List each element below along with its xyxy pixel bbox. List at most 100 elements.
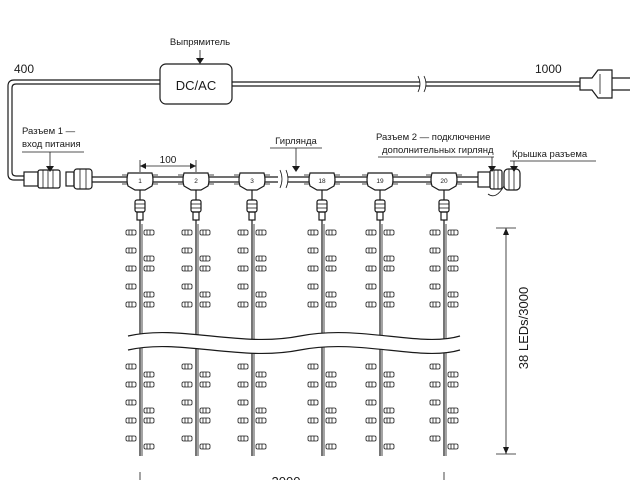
led-bulb bbox=[143, 417, 155, 424]
led-bulb bbox=[447, 229, 459, 236]
cable-break-mark bbox=[417, 75, 427, 93]
led-bulb bbox=[383, 301, 395, 308]
connector-1-arrow bbox=[46, 166, 54, 172]
led-bulb bbox=[447, 301, 459, 308]
led-bulb bbox=[181, 247, 193, 254]
led-bulb bbox=[383, 229, 395, 236]
led-bulb bbox=[307, 283, 319, 290]
led-bulb bbox=[365, 417, 377, 424]
led-bulb bbox=[143, 381, 155, 388]
connector-2-icon bbox=[477, 169, 503, 190]
led-bulb bbox=[447, 417, 459, 424]
led-bulb bbox=[125, 417, 137, 424]
led-bulb bbox=[125, 265, 137, 272]
connector-1-group: Разъем 1 — вход питания bbox=[22, 126, 93, 190]
led-bulb bbox=[199, 265, 211, 272]
led-bulb bbox=[325, 381, 337, 388]
connector-1-icon bbox=[23, 168, 93, 190]
cap-label: Крышка разъема bbox=[512, 149, 588, 160]
led-bulb bbox=[383, 371, 395, 378]
led-bulb bbox=[447, 381, 459, 388]
connector-2-group: Разъем 2 — подключение дополнительных ги… bbox=[376, 132, 503, 190]
led-bulb bbox=[325, 229, 337, 236]
led-bulb bbox=[255, 255, 267, 262]
led-drop bbox=[365, 190, 395, 456]
led-bulb bbox=[237, 399, 249, 406]
height-label: 38 LEDs/3000 bbox=[516, 287, 531, 369]
tee-number: 18 bbox=[318, 178, 326, 185]
led-bulb bbox=[325, 291, 337, 298]
led-bulb bbox=[325, 265, 337, 272]
led-bulb bbox=[255, 291, 267, 298]
led-bulb bbox=[447, 407, 459, 414]
led-bulb bbox=[181, 381, 193, 388]
led-bulb bbox=[199, 381, 211, 388]
led-drops bbox=[125, 190, 459, 456]
rectifier-label: Выпрямитель bbox=[170, 37, 230, 48]
led-bulb bbox=[429, 363, 441, 370]
led-bulb bbox=[237, 247, 249, 254]
led-bulb bbox=[325, 443, 337, 450]
tee-number: 1 bbox=[138, 178, 142, 185]
tee-number: 3 bbox=[250, 178, 254, 185]
led-bulb bbox=[143, 371, 155, 378]
led-bulb bbox=[181, 435, 193, 442]
led-drop bbox=[307, 190, 337, 456]
tee-number: 2 bbox=[194, 178, 198, 185]
pitch-label: 100 bbox=[160, 155, 177, 166]
led-bulb bbox=[447, 265, 459, 272]
led-bulb bbox=[429, 283, 441, 290]
led-bulb bbox=[383, 443, 395, 450]
drops-break-mark bbox=[127, 331, 461, 355]
connector-cap-group: Крышка разъема bbox=[487, 149, 596, 197]
height-dimension: 38 LEDs/3000 bbox=[496, 227, 531, 455]
led-bulb bbox=[199, 229, 211, 236]
tee-connector: 19 bbox=[362, 172, 398, 191]
led-bulb bbox=[325, 417, 337, 424]
led-bulb bbox=[237, 283, 249, 290]
led-bulb bbox=[143, 229, 155, 236]
rectifier-leader-arrow bbox=[196, 58, 204, 64]
led-bulb bbox=[199, 443, 211, 450]
led-drop bbox=[429, 190, 459, 456]
led-bulb bbox=[237, 417, 249, 424]
tee-number: 19 bbox=[376, 178, 384, 185]
led-bulb bbox=[447, 255, 459, 262]
led-bulb bbox=[181, 417, 193, 424]
led-bulb bbox=[125, 301, 137, 308]
connector-2-label-2: дополнительных гирлянд bbox=[382, 145, 494, 156]
led-bulb bbox=[255, 407, 267, 414]
power-plug-icon bbox=[579, 69, 630, 99]
tee-number: 20 bbox=[440, 178, 448, 185]
led-bulb bbox=[143, 255, 155, 262]
led-bulb bbox=[181, 283, 193, 290]
led-bulb bbox=[237, 363, 249, 370]
led-bulb bbox=[429, 399, 441, 406]
led-bulb bbox=[383, 417, 395, 424]
led-bulb bbox=[307, 363, 319, 370]
led-bulb bbox=[181, 363, 193, 370]
led-bulb bbox=[365, 399, 377, 406]
led-bulb bbox=[365, 435, 377, 442]
led-bulb bbox=[237, 435, 249, 442]
led-bulb bbox=[429, 265, 441, 272]
led-bulb bbox=[143, 291, 155, 298]
led-bulb bbox=[199, 407, 211, 414]
connector-1-label-2: вход питания bbox=[22, 139, 81, 150]
led-drop bbox=[181, 190, 211, 456]
led-bulb bbox=[325, 255, 337, 262]
led-bulb bbox=[307, 399, 319, 406]
garland-label: Гирлянда bbox=[275, 136, 317, 147]
led-bulb bbox=[199, 255, 211, 262]
led-bulb bbox=[383, 407, 395, 414]
led-bulb bbox=[181, 301, 193, 308]
led-bulb bbox=[255, 301, 267, 308]
led-bulb bbox=[255, 381, 267, 388]
connector-1-label-1: Разъем 1 — bbox=[22, 126, 76, 137]
led-bulb bbox=[237, 381, 249, 388]
pitch-dimension: 100 bbox=[139, 155, 197, 172]
led-bulb bbox=[447, 371, 459, 378]
led-bulb bbox=[429, 247, 441, 254]
led-bulb bbox=[143, 265, 155, 272]
led-bulb bbox=[365, 229, 377, 236]
